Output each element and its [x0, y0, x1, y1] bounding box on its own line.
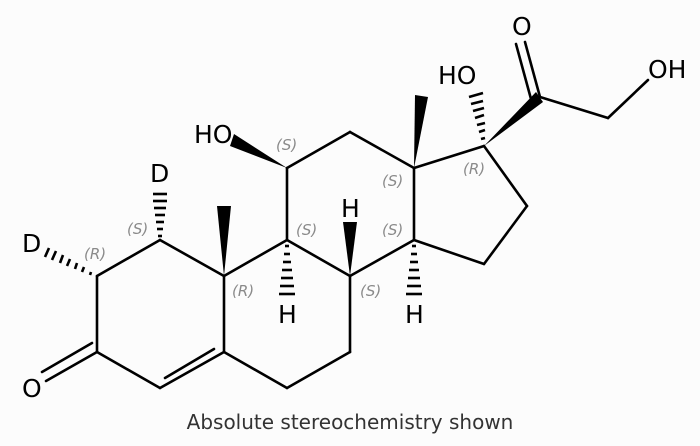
- stereo-c13-label: (S): [382, 172, 403, 190]
- hydroxyl-c11-label: HO: [194, 120, 232, 149]
- stereochemistry-caption: Absolute stereochemistry shown: [186, 410, 514, 434]
- hydrogen-c8-label: H: [341, 194, 360, 223]
- stereo-c1-label: (S): [127, 220, 148, 238]
- side-chain: [484, 40, 650, 146]
- hash-bonds: [43, 91, 486, 296]
- hydroxyl-c21-label: OH: [648, 55, 686, 84]
- stereo-c17-label: (R): [463, 160, 485, 178]
- ring-b: [222, 238, 352, 390]
- hydrogen-c9-label: H: [278, 300, 297, 329]
- stereo-c10-label: (R): [232, 282, 254, 300]
- ring-d: [412, 144, 529, 266]
- deuterium-c1-label: D: [150, 159, 169, 188]
- hydrogen-c14-label: H: [405, 300, 424, 329]
- wedge-bonds: [217, 95, 428, 276]
- stereo-c8-label: (S): [360, 282, 381, 300]
- ring-a: [40, 238, 226, 390]
- ring-c: [285, 130, 416, 278]
- deuterium-c2-label: D: [22, 229, 41, 258]
- ketone-oxygen-c3-label: O: [22, 374, 42, 403]
- stereo-c14-label: (S): [382, 221, 403, 239]
- stereo-c11-label: (S): [276, 136, 297, 154]
- stereo-c9-label: (S): [296, 221, 317, 239]
- ketone-oxygen-c20-label: O: [512, 12, 532, 41]
- stereo-c2-label: (R): [84, 245, 106, 263]
- molecule-structure: D D O HO H H H HO O OH (S) (R) (R) (S) (…: [22, 12, 686, 403]
- hydroxyl-c17-label: HO: [438, 61, 476, 90]
